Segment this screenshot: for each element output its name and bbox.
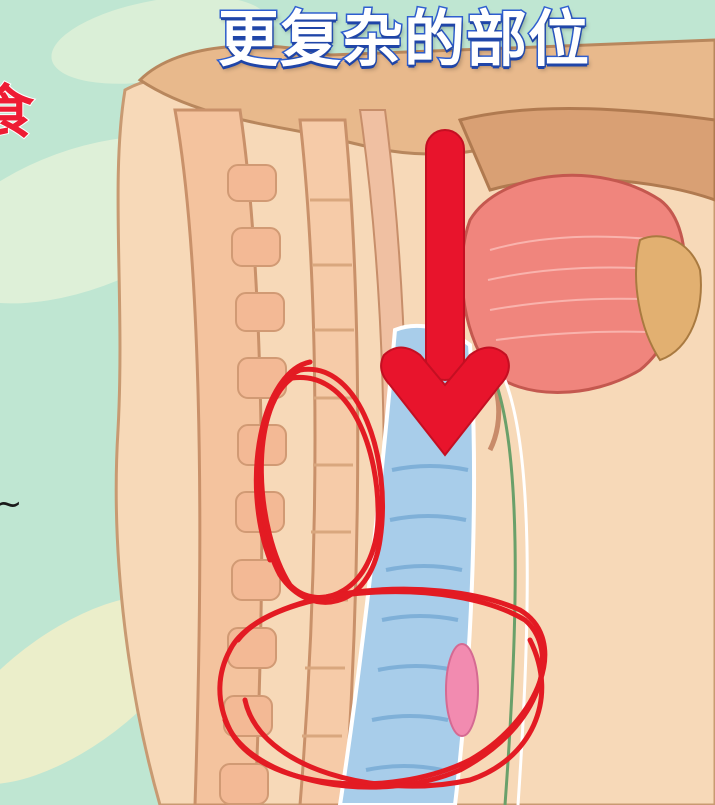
page-title: 更复杂的部位 [218,4,590,76]
tilde-mark: ~ [0,484,23,524]
partial-text-left: 食 [0,80,34,144]
thyroid [446,644,478,736]
